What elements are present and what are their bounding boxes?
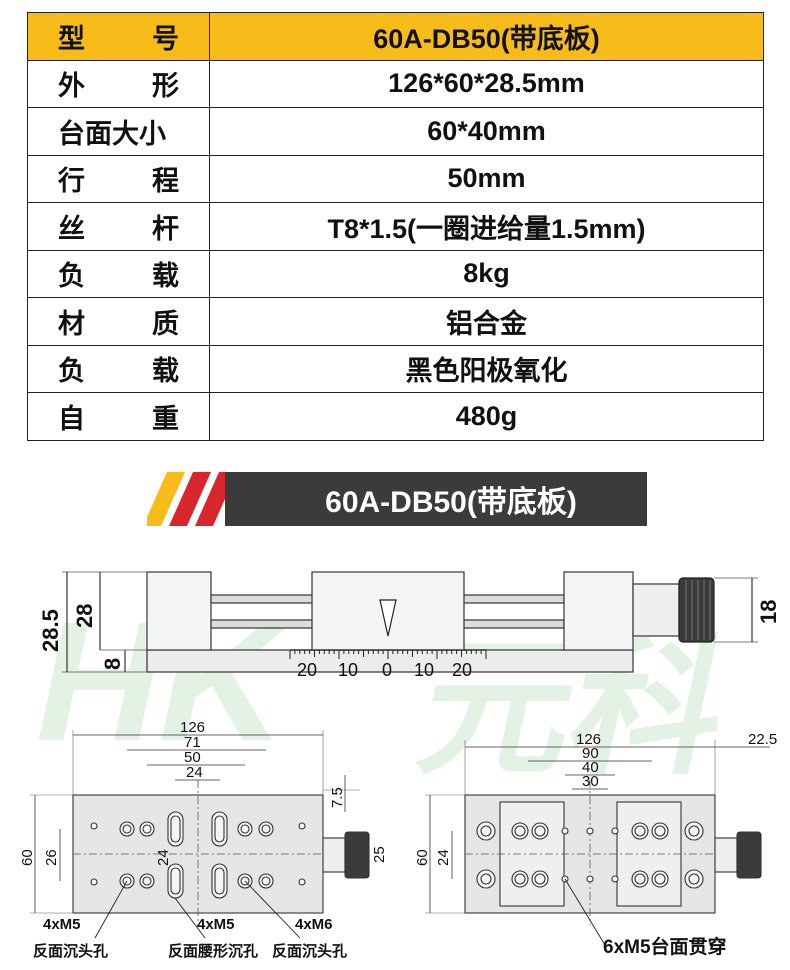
dim-24-vertical: 24 — [155, 849, 172, 866]
spec-value: 60*40mm — [209, 107, 764, 156]
spec-table: 型号 60A-DB50(带底板) 外形 126*60*28.5mm 台面大小 6… — [27, 12, 764, 441]
dim-26: 26 — [43, 849, 60, 866]
callout-m6-count: 4xM6 — [295, 916, 333, 933]
banner-title: 60A-DB50(带底板) — [225, 472, 647, 526]
stripe-decoration — [147, 472, 237, 526]
spec-label: 负载 — [27, 344, 210, 393]
spec-value: T8*1.5(一圈进给量1.5mm) — [209, 202, 764, 251]
technical-drawing: HK 元科 — [0, 540, 790, 970]
callout-slot-desc: 反面腰形沉孔 — [168, 943, 259, 960]
spec-row: 负载 黑色阳极氧化 — [27, 344, 764, 393]
dim-24: 24 — [186, 764, 203, 781]
callout-through-holes: 6xM5台面贯穿 — [603, 937, 727, 958]
callout-slot-count: 4xM5 — [197, 916, 235, 933]
dim-24-vertical: 24 — [435, 849, 452, 866]
dim-25: 25 — [371, 846, 388, 863]
spec-label: 外形 — [27, 59, 210, 108]
dim-length: 126 — [576, 731, 601, 748]
dim-total-height: 28.5 — [38, 609, 63, 652]
dim-90: 90 — [582, 745, 599, 762]
spec-label: 丝杆 — [27, 202, 210, 251]
callout-m5-desc: 反面沉头孔 — [33, 943, 109, 960]
dim-width: 60 — [414, 849, 431, 866]
scale-label: 20 — [452, 660, 472, 680]
bottom-view — [425, 740, 770, 946]
model-banner: 60A-DB50(带底板) — [147, 472, 647, 526]
spec-header-row: 型号 60A-DB50(带底板) — [27, 12, 764, 61]
spec-value: 8kg — [209, 249, 764, 298]
spec-value: 126*60*28.5mm — [209, 59, 764, 108]
dim-40: 40 — [582, 759, 599, 776]
callout-m5-count: 4xM5 — [43, 916, 81, 933]
dim-knob-height: 18 — [756, 600, 781, 624]
spec-row: 负载 8kg — [27, 249, 764, 298]
spec-label: 自重 — [27, 392, 210, 441]
spec-label: 行程 — [27, 154, 210, 203]
dim-50: 50 — [184, 749, 201, 766]
spec-row: 材质 铝合金 — [27, 297, 764, 346]
scale-label: 20 — [297, 660, 317, 680]
spec-value: 黑色阳极氧化 — [209, 344, 764, 393]
spec-row: 台面大小 60*40mm — [27, 107, 764, 156]
top-view — [30, 730, 370, 939]
dim-71: 71 — [184, 734, 201, 751]
spec-value: 铝合金 — [209, 297, 764, 346]
spec-value: 480g — [209, 392, 764, 441]
spec-row: 行程 50mm — [27, 154, 764, 203]
dim-22-5: 22.5 — [748, 731, 777, 748]
spec-label: 负载 — [27, 249, 210, 298]
dim-base-height: 8 — [100, 658, 125, 670]
spec-label: 型号 — [27, 12, 210, 61]
dim-width: 60 — [19, 849, 36, 866]
scale-label: 10 — [338, 660, 358, 680]
spec-row: 丝杆 T8*1.5(一圈进给量1.5mm) — [27, 202, 764, 251]
spec-row: 外形 126*60*28.5mm — [27, 59, 764, 108]
spec-value: 50mm — [209, 154, 764, 203]
dim-7-5: 7.5 — [329, 787, 346, 808]
callout-m6-desc: 反面沉头孔 — [272, 943, 348, 960]
spec-value: 60A-DB50(带底板) — [209, 12, 764, 61]
side-view — [62, 571, 758, 673]
dim-length: 126 — [180, 719, 205, 736]
spec-row: 自重 480g — [27, 392, 764, 441]
dim-30: 30 — [582, 773, 599, 790]
scale-label: 0 — [382, 660, 392, 680]
spec-label: 材质 — [27, 297, 210, 346]
drawing-svg: HK 元科 — [19, 571, 781, 946]
spec-label: 台面大小 — [27, 107, 210, 156]
dim-body-height: 28 — [72, 604, 97, 628]
scale-label: 10 — [414, 660, 434, 680]
